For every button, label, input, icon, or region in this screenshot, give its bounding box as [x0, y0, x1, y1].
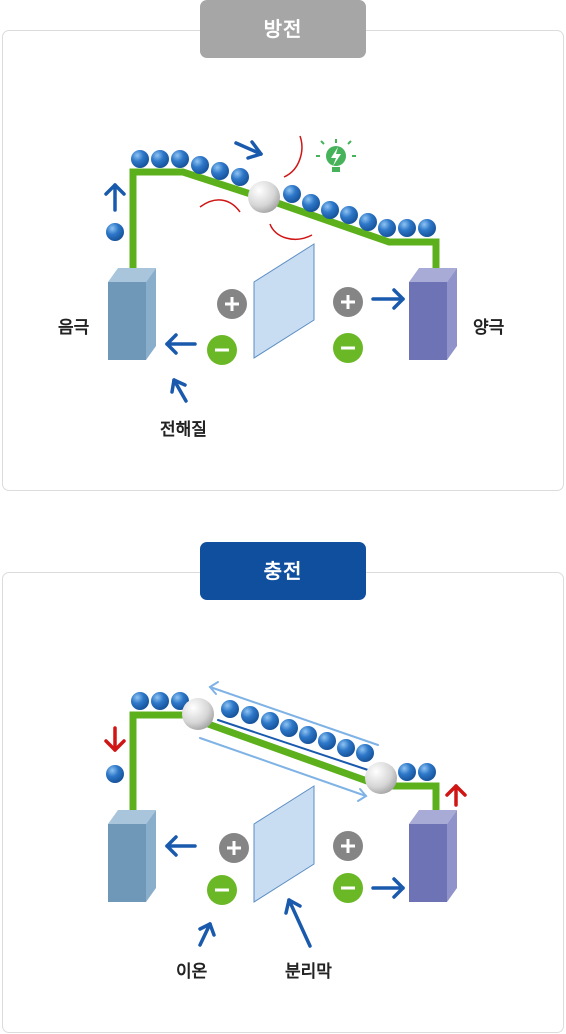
electron-icon [231, 168, 249, 186]
electron-icon [241, 706, 259, 724]
lightning-bulb-icon [316, 139, 356, 172]
anode-block [108, 268, 156, 360]
charger-ball [182, 698, 214, 730]
separator-label: 분리막 [285, 962, 332, 982]
electron-icon [302, 194, 320, 212]
right-arrow-icon [371, 288, 405, 310]
right-arrow-icon [371, 877, 405, 899]
charger-ball [365, 762, 397, 794]
electrolyte-label: 전해질 [160, 420, 207, 440]
anode-block [108, 810, 156, 902]
plus-icon [217, 289, 247, 319]
external-wire [129, 711, 440, 810]
anode-label: 음극 [58, 318, 90, 338]
discharge-tab: 방전 [200, 0, 366, 58]
electron-icon [398, 219, 416, 237]
light-glow-arcs [199, 135, 313, 240]
electron-icon [151, 150, 169, 168]
electron-icon [340, 206, 358, 224]
left-arrow-icon [165, 835, 197, 857]
charge-tab: 충전 [200, 542, 366, 600]
electron-group [106, 692, 436, 783]
electron-icon [337, 739, 355, 757]
electron-icon [418, 219, 436, 237]
discharge-panel [2, 30, 564, 491]
electron-icon [283, 185, 301, 203]
electron-icon [356, 744, 374, 762]
electron-icon [151, 692, 169, 710]
plus-icon [333, 287, 363, 317]
minus-icon [207, 875, 237, 905]
minus-icon [207, 335, 237, 365]
electron-icon [131, 150, 149, 168]
electrolyte-pointer-arrow-icon [170, 378, 188, 403]
electron-flow-arrow-icon [234, 140, 263, 160]
electron-icon [321, 201, 339, 219]
separator [253, 243, 315, 359]
ion-label: 이온 [176, 962, 208, 982]
cathode-block [409, 268, 457, 360]
electron-icon [378, 219, 396, 237]
minus-icon [333, 873, 363, 903]
plus-icon [333, 831, 363, 861]
left-arrow-icon [165, 333, 197, 355]
electron-icon [261, 712, 279, 730]
electron-icon [131, 692, 149, 710]
electron-icon [359, 213, 377, 231]
electron-icon [318, 732, 336, 750]
cathode-block [409, 810, 457, 902]
electron-icon [106, 765, 124, 783]
electron-flow-lines [199, 681, 379, 802]
down-arrow-icon [104, 726, 126, 752]
charge-diagram [104, 681, 467, 948]
charge-panel [2, 572, 564, 1033]
electron-icon [221, 700, 239, 718]
electron-icon [191, 156, 209, 174]
electron-icon [211, 162, 229, 180]
up-arrow-icon [445, 784, 467, 807]
separator-pointer-arrow-icon [284, 898, 312, 948]
load-ball [248, 181, 280, 213]
electron-icon [106, 223, 124, 241]
discharge-diagram [104, 135, 457, 403]
electron-group [106, 150, 436, 241]
separator [253, 785, 315, 903]
minus-icon [333, 333, 363, 363]
electron-icon [299, 726, 317, 744]
cathode-label: 양극 [473, 318, 505, 338]
electron-icon [398, 763, 416, 781]
electron-icon [171, 150, 189, 168]
electron-icon [418, 763, 436, 781]
plus-icon [219, 833, 249, 863]
up-arrow-icon [104, 183, 126, 212]
ion-pointer-arrow-icon [198, 922, 216, 947]
electron-icon [280, 719, 298, 737]
